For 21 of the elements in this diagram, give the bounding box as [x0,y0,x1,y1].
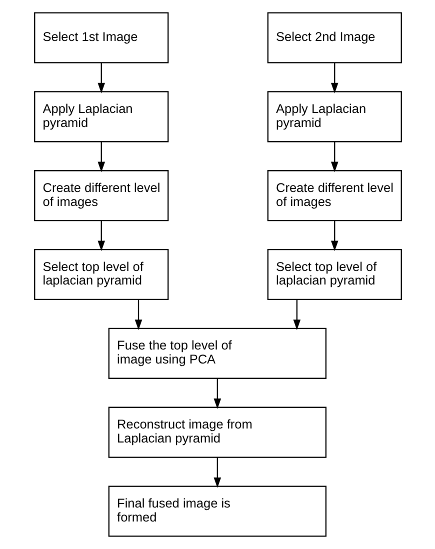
arrow [97,62,105,94]
arrow [213,378,221,409]
node-box: Final fused image is formed [108,486,326,537]
arrow [292,299,300,330]
arrow [330,220,338,252]
arrow [97,142,105,172]
arrow [134,299,142,330]
arrow [97,220,105,252]
node-box: Create different level of images [34,170,168,222]
node-box: Select 2nd Image [266,12,402,64]
node-box: Select top level of laplacian pyramid [266,248,402,300]
node-box: Select top level of laplacian pyramid [34,248,168,300]
arrow [330,62,338,94]
node-box: Apply Laplacian pyramid [266,91,402,142]
node-box: Apply Laplacian pyramid [34,91,168,142]
arrow [213,457,221,488]
arrow [330,142,338,172]
node-box: Select 1st Image [34,12,168,64]
node-box: Create different level of images [266,170,402,222]
node-box: Fuse the top level of image using PCA [108,328,326,379]
node-box: Reconstruct image from Laplacian pyramid [108,406,326,458]
